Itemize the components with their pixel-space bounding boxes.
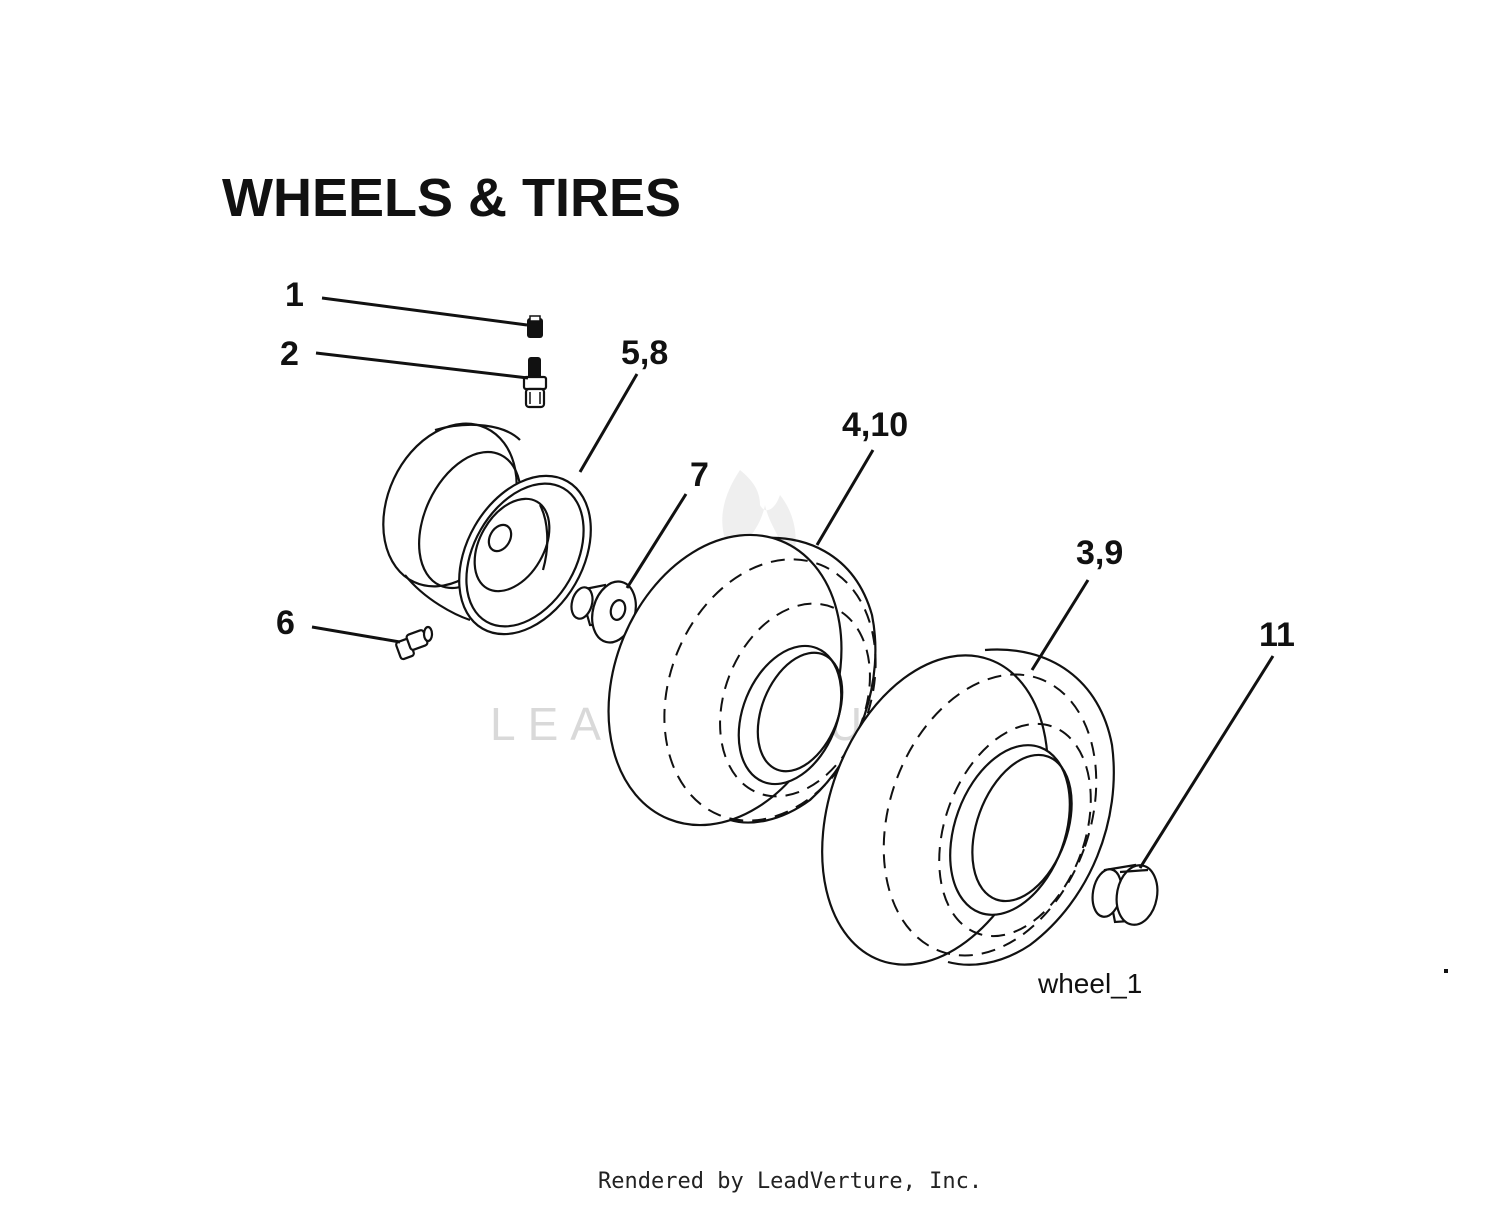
part-1-valve-cap — [527, 315, 543, 338]
leader-lines — [311, 296, 1275, 869]
leader-7 — [625, 493, 688, 589]
stray-dot — [1444, 969, 1448, 973]
leader-5-8 — [578, 373, 639, 473]
part-7-bushing — [570, 580, 637, 644]
callout-11: 11 — [1259, 616, 1295, 654]
callout-5-8: 5,8 — [621, 334, 668, 372]
leader-2 — [315, 351, 529, 380]
callout-3-9: 3,9 — [1076, 534, 1123, 572]
part-3-9-tire — [821, 648, 1115, 966]
callout-6: 6 — [276, 604, 295, 642]
leader-3-9 — [1030, 579, 1090, 671]
leader-6 — [311, 625, 401, 644]
callout-labels: 1 2 5,8 7 4,10 3,9 11 6 — [276, 276, 1295, 654]
page-title: WHEELS & TIRES — [222, 168, 681, 228]
callout-1: 1 — [285, 276, 304, 314]
leader-4-10 — [815, 449, 875, 546]
leader-11 — [1138, 655, 1275, 869]
leader-1 — [321, 296, 528, 327]
callout-7: 7 — [690, 456, 709, 494]
callout-4-10: 4,10 — [842, 406, 908, 444]
part-6-grease-fitting — [395, 625, 434, 661]
figure-id: wheel_1 — [1037, 968, 1142, 999]
footer-credit: Rendered by LeadVerture, Inc. — [598, 1169, 982, 1194]
part-11-hub-cap — [1091, 863, 1159, 926]
callout-2: 2 — [280, 335, 299, 373]
part-2-valve-stem — [522, 357, 548, 409]
part-5-8-wheel-rim — [382, 422, 592, 636]
